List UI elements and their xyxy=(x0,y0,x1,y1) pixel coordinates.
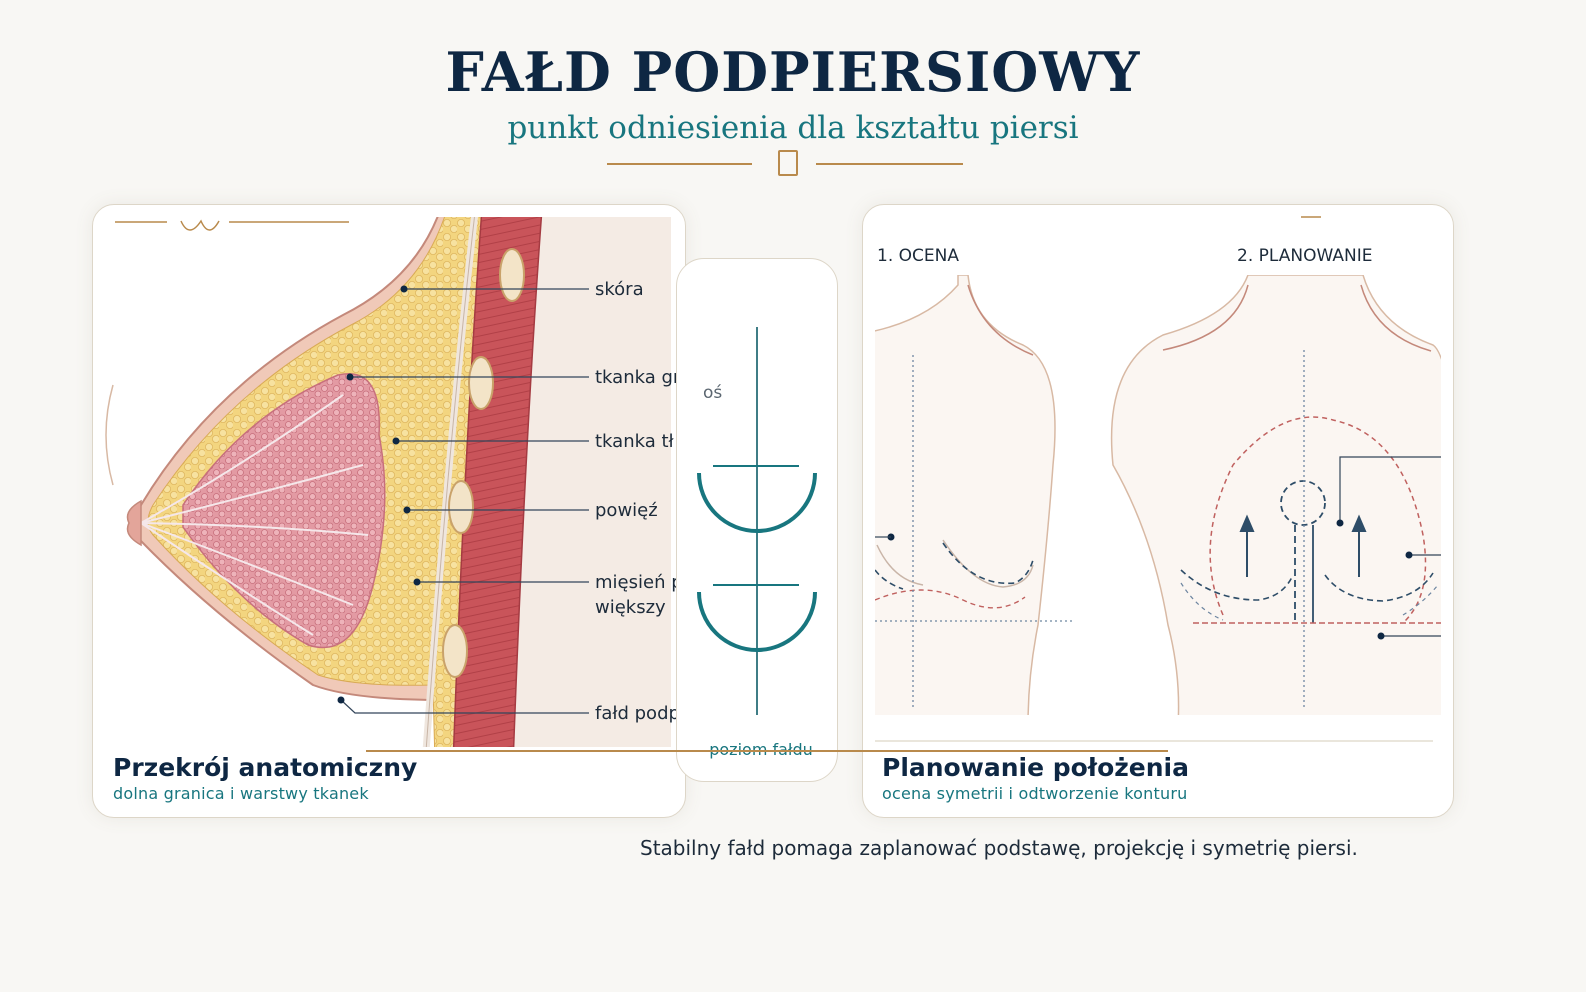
lift-arrows xyxy=(1239,514,1367,577)
planning-panel: 1. OCENA 2. PLANOWANIE xyxy=(862,204,1454,818)
anatomy-illustration: skóra tkanka gr tkanka tł powięź mięsień… xyxy=(105,217,683,747)
torso-planning xyxy=(1110,275,1441,715)
fold-curve-upper xyxy=(697,472,817,533)
page-subtitle: punkt odniesienia dla kształtu piersi xyxy=(507,110,1079,146)
leader-lines xyxy=(340,288,589,714)
planning-caption-subtitle: ocena symetrii i odtworzenie konturu xyxy=(882,784,1188,803)
label-fold: fałd podp xyxy=(595,703,680,724)
ornament-line-right xyxy=(816,163,963,165)
fold-curve-lower xyxy=(697,591,817,652)
planning-illustration: 1. OCENA 2. PLANOWANIE xyxy=(875,216,1441,742)
anatomy-caption-title: Przekrój anatomiczny xyxy=(113,753,418,782)
ribs xyxy=(442,248,525,678)
label-skin: skóra xyxy=(595,279,644,300)
axis-label: oś xyxy=(703,383,722,403)
connector-line xyxy=(366,750,1168,752)
planning-caption-title: Planowanie położenia xyxy=(882,753,1189,782)
step-planowanie: 2. PLANOWANIE xyxy=(1237,246,1372,266)
anatomy-caption-subtitle: dolna granica i warstwy tkanek xyxy=(113,784,369,803)
step-ocena: 1. OCENA xyxy=(877,246,959,266)
ornament-icon xyxy=(778,150,798,176)
label-muscle-2: większy xyxy=(595,597,666,618)
axis-illustration: oś poziom fałdu xyxy=(697,327,817,759)
ornament-line-left xyxy=(607,163,752,165)
leader-dots xyxy=(337,285,421,704)
torso-assessment xyxy=(875,275,1073,715)
label-fascia: powięź xyxy=(595,500,658,521)
page-title: FAŁD PODPIERSIOWY xyxy=(445,40,1141,104)
label-muscle-1: mięsień p xyxy=(595,572,683,593)
label-fat: tkanka tł xyxy=(595,431,675,452)
axis-panel: oś poziom fałdu xyxy=(676,258,838,782)
anatomy-panel: skóra tkanka gr tkanka tł powięź mięsień… xyxy=(92,204,686,818)
fold-level-label: poziom fałdu xyxy=(709,740,813,759)
label-glandular: tkanka gr xyxy=(595,367,681,388)
footer-note: Stabilny fałd pomaga zaplanować podstawę… xyxy=(640,836,1358,860)
lotus-icon xyxy=(180,219,220,231)
